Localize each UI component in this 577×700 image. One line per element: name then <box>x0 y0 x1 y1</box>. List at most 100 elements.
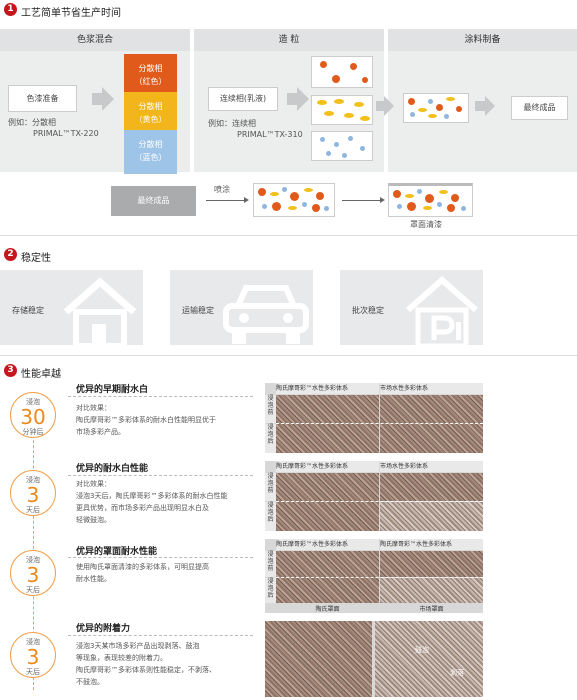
ring-top: 浸泡 <box>26 398 40 406</box>
ring-top: 浸泡 <box>26 476 40 484</box>
soak-ring-3days: 浸泡 3 天后 <box>10 470 56 516</box>
house-icon <box>63 277 137 345</box>
storage-stability-label: 存储稳定 <box>12 306 44 315</box>
dashed-divider <box>68 396 253 397</box>
feature-title-water-white: 优异的耐水白性能 <box>76 464 149 474</box>
photo-image-whitened <box>380 502 483 531</box>
arrow-right-icon <box>384 96 394 116</box>
paint-prep-box: 色漆准备 <box>8 85 77 112</box>
photo-divider <box>276 501 483 502</box>
arrow-line <box>206 200 244 201</box>
spray-label: 喷涂 <box>214 185 230 194</box>
side-after: 浸泡后 <box>265 578 276 603</box>
feature-title-early-water: 优异的早期耐水白 <box>76 385 149 395</box>
arrow-right-icon <box>102 87 114 111</box>
arrow-right-icon <box>475 101 485 111</box>
section-title-performance: 性能卓越 <box>21 369 61 380</box>
arrow-right-icon <box>376 101 384 111</box>
coating-header: 涂料制备 <box>388 29 577 51</box>
desc-line: 不鼓泡。 <box>76 678 104 686</box>
example-continuous: 例如：连续相 <box>208 119 256 128</box>
ring-top: 浸泡 <box>26 638 40 646</box>
batch-stability-label: 批次稳定 <box>352 306 384 315</box>
col-header: 市场水性多彩体系 <box>380 461 483 472</box>
desc-line: 使用陶氏罩面清漆的多彩体系，可明显提高 <box>76 563 209 571</box>
ring-number: 3 <box>26 645 40 669</box>
photo-image <box>380 551 483 577</box>
photo-image-damaged <box>375 621 483 697</box>
blue-granules-sample <box>311 131 373 161</box>
arrow-right-icon <box>92 93 102 105</box>
desc-line: 陶氏摩哥彩™多彩体系则性能稳定，不剥落、 <box>76 666 216 674</box>
dispersed-red-box: 分散相 （红色） <box>124 54 177 98</box>
divider <box>0 235 577 236</box>
color-mix-header: 色浆混合 <box>0 29 190 51</box>
ring-number: 3 <box>26 563 40 587</box>
side-before: 浸泡前 <box>265 551 276 577</box>
dashed-divider <box>68 557 253 558</box>
ring-bottom: 分钟后 <box>22 428 44 436</box>
final-product-grey-box: 最终成品 <box>111 186 196 216</box>
product-tx220: PRIMAL™TX-220 <box>33 129 99 138</box>
dispersed-yellow-box: 分散相 （黄色） <box>124 92 177 136</box>
storage-stability-card: 存储稳定 <box>0 270 143 345</box>
tag-bubble: 鼓泡 <box>415 646 429 654</box>
product-tx310: PRIMAL™TX-310 <box>237 130 303 139</box>
ring-bottom: 天后 <box>26 668 40 676</box>
feature-title-adhesion: 优异的附着力 <box>76 624 131 634</box>
photo-image <box>380 473 483 501</box>
soak-ring-3days: 浸泡 3 天后 <box>10 632 56 678</box>
granulation-header: 造 粒 <box>194 29 384 51</box>
yellow-granules-sample <box>311 95 373 125</box>
section-number-1: 1 <box>4 3 17 16</box>
arrow-head-icon <box>380 197 385 203</box>
col-header: 陶氏摩哥彩™水性多彩体系 <box>276 539 379 550</box>
example-dispersed: 例如：分散相 <box>8 118 56 127</box>
section-title-process: 工艺简单节省生产时间 <box>21 8 121 19</box>
red-granules-sample <box>311 56 373 88</box>
ring-top: 浸泡 <box>26 556 40 564</box>
box-label: （蓝色） <box>134 153 167 162</box>
col-header: 市场水性多彩体系 <box>380 383 483 394</box>
desc-line: 等现象，表现较差的附着力。 <box>76 654 167 662</box>
feature-desc: 对比效果： 浸泡3天后，陶氏摩哥彩™多彩体系的耐水白性能 更具优势，而市场多彩产… <box>76 478 227 526</box>
divider <box>0 355 577 356</box>
transport-stability-card: 运输稳定 <box>170 270 313 345</box>
box-label: （红色） <box>134 77 167 86</box>
col-header: 陶氏摩哥彩™水性多彩体系 <box>380 539 483 550</box>
photo-image <box>380 395 483 453</box>
photo-image-whitened <box>380 578 483 603</box>
desc-line: 浸泡3天某市场多彩产品出现剥落、鼓泡 <box>76 642 200 650</box>
box-label: 分散相 <box>138 140 163 149</box>
mixed-granules-sample <box>403 93 469 123</box>
section-number-2: 2 <box>4 248 17 261</box>
ring-number: 30 <box>20 405 46 429</box>
ring-bottom: 天后 <box>26 586 40 594</box>
desc-line: 浸泡3天后，陶氏摩哥彩™多彩体系的耐水白性能 <box>76 492 228 500</box>
photo-divider <box>276 423 483 424</box>
dashed-divider <box>68 635 253 636</box>
side-before: 浸泡前 <box>265 473 276 501</box>
topcoated-sample <box>388 183 473 217</box>
photo-image <box>276 473 379 531</box>
col-header: 陶氏摩哥彩™水性多彩体系 <box>276 461 379 472</box>
arrow-right-icon <box>287 93 297 105</box>
box-label: （黄色） <box>134 115 167 124</box>
desc-line: 对比效果： <box>76 404 111 412</box>
car-icon <box>223 285 309 344</box>
section-title-stability: 稳定性 <box>21 253 51 264</box>
arrow-line <box>342 200 380 201</box>
section-number-3: 3 <box>4 364 17 377</box>
photo-image <box>265 621 372 697</box>
feature-desc: 使用陶氏罩面清漆的多彩体系，可明显提高 耐水性能。 <box>76 561 209 585</box>
parking-icon <box>406 275 478 345</box>
feature-title-topcoat-water: 优异的罩面耐水性能 <box>76 547 158 557</box>
photo-divider <box>276 577 483 578</box>
side-after: 浸泡后 <box>265 424 276 453</box>
tag-peel: 剥落 <box>450 669 464 677</box>
side-before: 浸泡前 <box>265 395 276 423</box>
arrow-head-icon <box>244 197 249 203</box>
desc-line: 对比效果： <box>76 480 111 488</box>
feature-desc: 浸泡3天某市场多彩产品出现剥落、鼓泡 等现象，表现较差的附着力。 陶氏摩哥彩™多… <box>76 640 216 688</box>
bottom-label: 陶氏罩面 <box>315 606 340 613</box>
